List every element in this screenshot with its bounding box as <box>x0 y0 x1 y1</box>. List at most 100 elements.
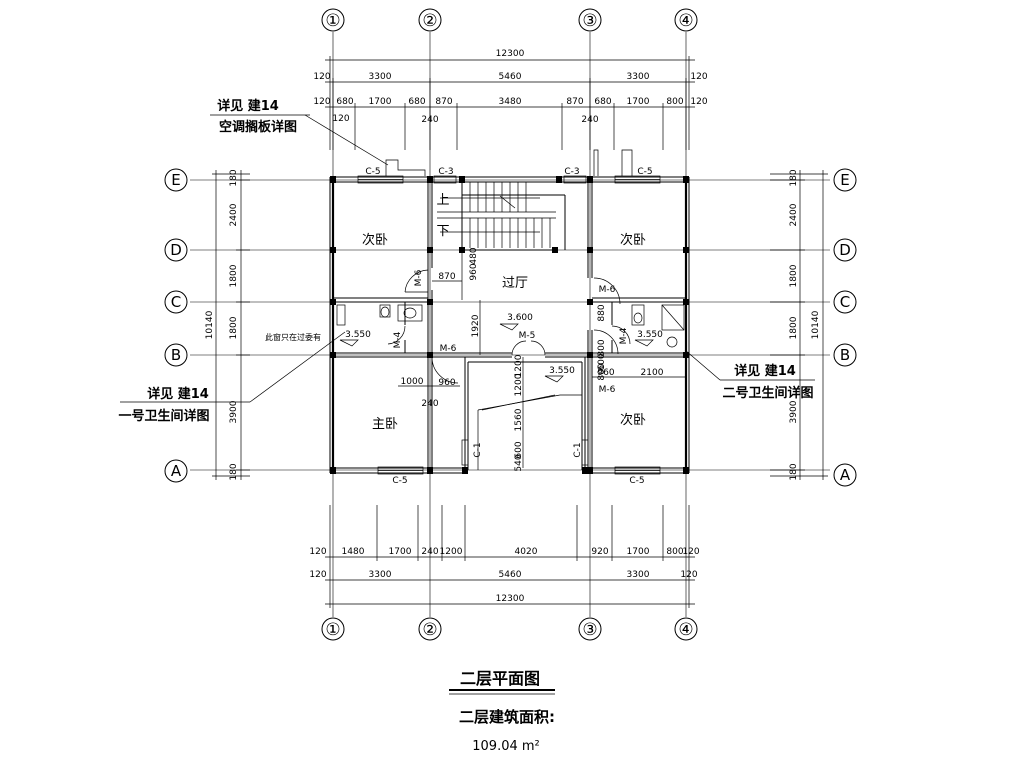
axis-1-bottom: ① <box>325 620 340 640</box>
axis-3-bottom: ③ <box>582 620 597 640</box>
svg-text:680: 680 <box>594 97 611 107</box>
room-hall: 过厅 <box>502 276 528 291</box>
axis-3-top: ③ <box>582 11 597 31</box>
svg-text:180: 180 <box>789 169 799 186</box>
svg-text:240: 240 <box>421 547 438 557</box>
door-m4-right: M-4 <box>619 327 629 344</box>
svg-text:1920: 1920 <box>471 314 481 337</box>
svg-text:870: 870 <box>566 97 583 107</box>
svg-text:870: 870 <box>435 97 452 107</box>
drawing-title: 二层平面图 <box>460 669 540 688</box>
svg-text:120: 120 <box>309 547 326 557</box>
svg-text:3900: 3900 <box>229 400 239 423</box>
window-c1-right: C-1 <box>573 442 583 457</box>
window-c5-sw: C-5 <box>392 476 407 486</box>
level-balcony: 3.550 <box>549 366 575 376</box>
right-dimensions: 180 2400 1800 1800 3900 180 10140 <box>770 169 828 481</box>
svg-text:870: 870 <box>438 272 455 282</box>
row-bubbles: E D C B A E D C B A <box>164 168 857 487</box>
svg-text:2400: 2400 <box>789 203 799 226</box>
level-wc-left: 3.550 <box>345 330 371 340</box>
note-ac-title: 空调搁板详图 <box>219 119 297 135</box>
svg-text:1700: 1700 <box>389 547 412 557</box>
svg-text:3300: 3300 <box>627 570 650 580</box>
column-bubbles: ① ② ③ ④ ① ② ③ ④ <box>321 8 698 641</box>
svg-text:120: 120 <box>690 97 707 107</box>
door-m5: M-5 <box>519 331 536 341</box>
svg-text:1800: 1800 <box>229 264 239 287</box>
svg-text:120: 120 <box>332 114 349 124</box>
svg-text:1700: 1700 <box>627 97 650 107</box>
svg-text:680: 680 <box>408 97 425 107</box>
svg-text:960: 960 <box>597 368 614 378</box>
door-m6-right-top: M-6 <box>599 285 616 295</box>
note-ac-ref: 详见 建14 <box>217 98 279 114</box>
svg-text:2100: 2100 <box>641 368 664 378</box>
svg-text:1700: 1700 <box>627 547 650 557</box>
svg-text:3300: 3300 <box>369 72 392 82</box>
dim-bottom-total: 12300 <box>496 594 525 604</box>
svg-text:180: 180 <box>229 169 239 186</box>
axis-4-top: ④ <box>678 11 693 31</box>
svg-text:3480: 3480 <box>499 97 522 107</box>
room-second-bedroom-nw: 次卧 <box>362 232 388 248</box>
dim-top-total: 12300 <box>496 49 525 59</box>
area-label: 二层建筑面积: <box>459 708 555 726</box>
note-window: 此窗只在过委有 <box>265 332 321 342</box>
svg-text:1480: 1480 <box>342 547 365 557</box>
svg-text:920: 920 <box>591 547 608 557</box>
door-m4-left: M-4 <box>393 331 403 348</box>
fixtures <box>336 304 685 348</box>
room-master-bedroom: 主卧 <box>372 417 398 432</box>
axis-D-right: D <box>839 241 851 259</box>
axis-2-top: ② <box>422 11 437 31</box>
left-dimensions: 180 2400 1800 1800 3900 180 10140 <box>205 169 250 481</box>
room-second-bedroom-se: 次卧 <box>620 412 646 428</box>
note-wc1-title: 一号卫生间详图 <box>118 408 209 424</box>
window-c5-ne: C-5 <box>637 167 652 177</box>
svg-text:1800: 1800 <box>789 264 799 287</box>
level-wc-right: 3.550 <box>637 330 663 340</box>
stair-up: 上 <box>436 193 449 208</box>
svg-text:960: 960 <box>469 263 479 280</box>
svg-text:480: 480 <box>469 247 479 264</box>
axis-E-right: E <box>840 171 849 189</box>
svg-text:1700: 1700 <box>369 97 392 107</box>
axis-D-left: D <box>170 241 182 259</box>
svg-text:600: 600 <box>514 441 524 458</box>
svg-text:5460: 5460 <box>499 72 522 82</box>
axis-E-left: E <box>171 171 180 189</box>
window-c3-left: C-3 <box>438 167 453 177</box>
svg-text:3300: 3300 <box>369 570 392 580</box>
svg-text:3900: 3900 <box>789 400 799 423</box>
bottom-dimensions: 120 1480 1700 240 1200 4020 920 1700 800… <box>309 505 700 608</box>
axis-A-right: A <box>840 466 851 484</box>
structural-columns <box>330 176 689 474</box>
svg-text:5460: 5460 <box>499 570 522 580</box>
svg-text:120: 120 <box>309 570 326 580</box>
svg-text:240: 240 <box>581 115 598 125</box>
axis-A-left: A <box>171 462 182 480</box>
axis-C-right: C <box>840 293 850 311</box>
svg-text:120: 120 <box>313 97 330 107</box>
axis-2-bottom: ② <box>422 620 437 640</box>
axis-4-bottom: ④ <box>678 620 693 640</box>
note-wc2-ref: 详见 建14 <box>734 363 796 379</box>
door-m6-left-mid: M-6 <box>440 344 457 354</box>
room-labels: 次卧 次卧 主卧 次卧 过厅 上 下 <box>362 193 646 432</box>
svg-text:1560: 1560 <box>514 408 524 431</box>
stair-down: 下 <box>436 224 449 239</box>
room-second-bedroom-ne: 次卧 <box>620 232 646 248</box>
svg-text:880: 880 <box>597 304 607 321</box>
note-wc1-ref: 详见 建14 <box>147 386 209 402</box>
svg-text:10140: 10140 <box>811 310 821 339</box>
svg-text:1800: 1800 <box>229 316 239 339</box>
svg-text:120: 120 <box>680 570 697 580</box>
axis-B-right: B <box>840 346 850 364</box>
svg-text:680: 680 <box>336 97 353 107</box>
svg-text:800: 800 <box>666 97 683 107</box>
level-marks: 3.600 3.550 3.550 3.550 <box>339 313 663 383</box>
window-c5-nw: C-5 <box>365 167 380 177</box>
svg-text:120: 120 <box>682 547 699 557</box>
